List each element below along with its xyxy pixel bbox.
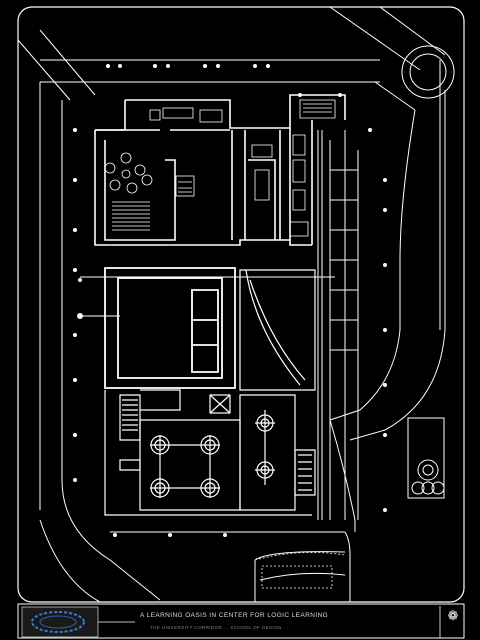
side-plaza (407, 417, 445, 499)
east-wing (239, 269, 316, 391)
central-block (104, 267, 236, 389)
drawing-title: A LEARNING OASIS IN CENTER FOR LOGIC LEA… (140, 612, 329, 619)
drawing-subtitle: THE UNIVERSITY CORRIDOR ... SCHOOL OF DE… (150, 625, 282, 630)
tree-dots (73, 64, 387, 537)
main-building (94, 94, 346, 246)
bottom-parcel (254, 552, 346, 589)
planters (150, 410, 275, 498)
title-block (17, 603, 465, 639)
interior-details (104, 99, 336, 237)
sheet-border (17, 6, 465, 603)
north-arrow-icon: ❁ (447, 608, 459, 623)
long-corridor (317, 130, 359, 520)
lower-courtyard (104, 389, 316, 516)
road-network (17, 6, 455, 603)
logo-ring (31, 611, 85, 633)
